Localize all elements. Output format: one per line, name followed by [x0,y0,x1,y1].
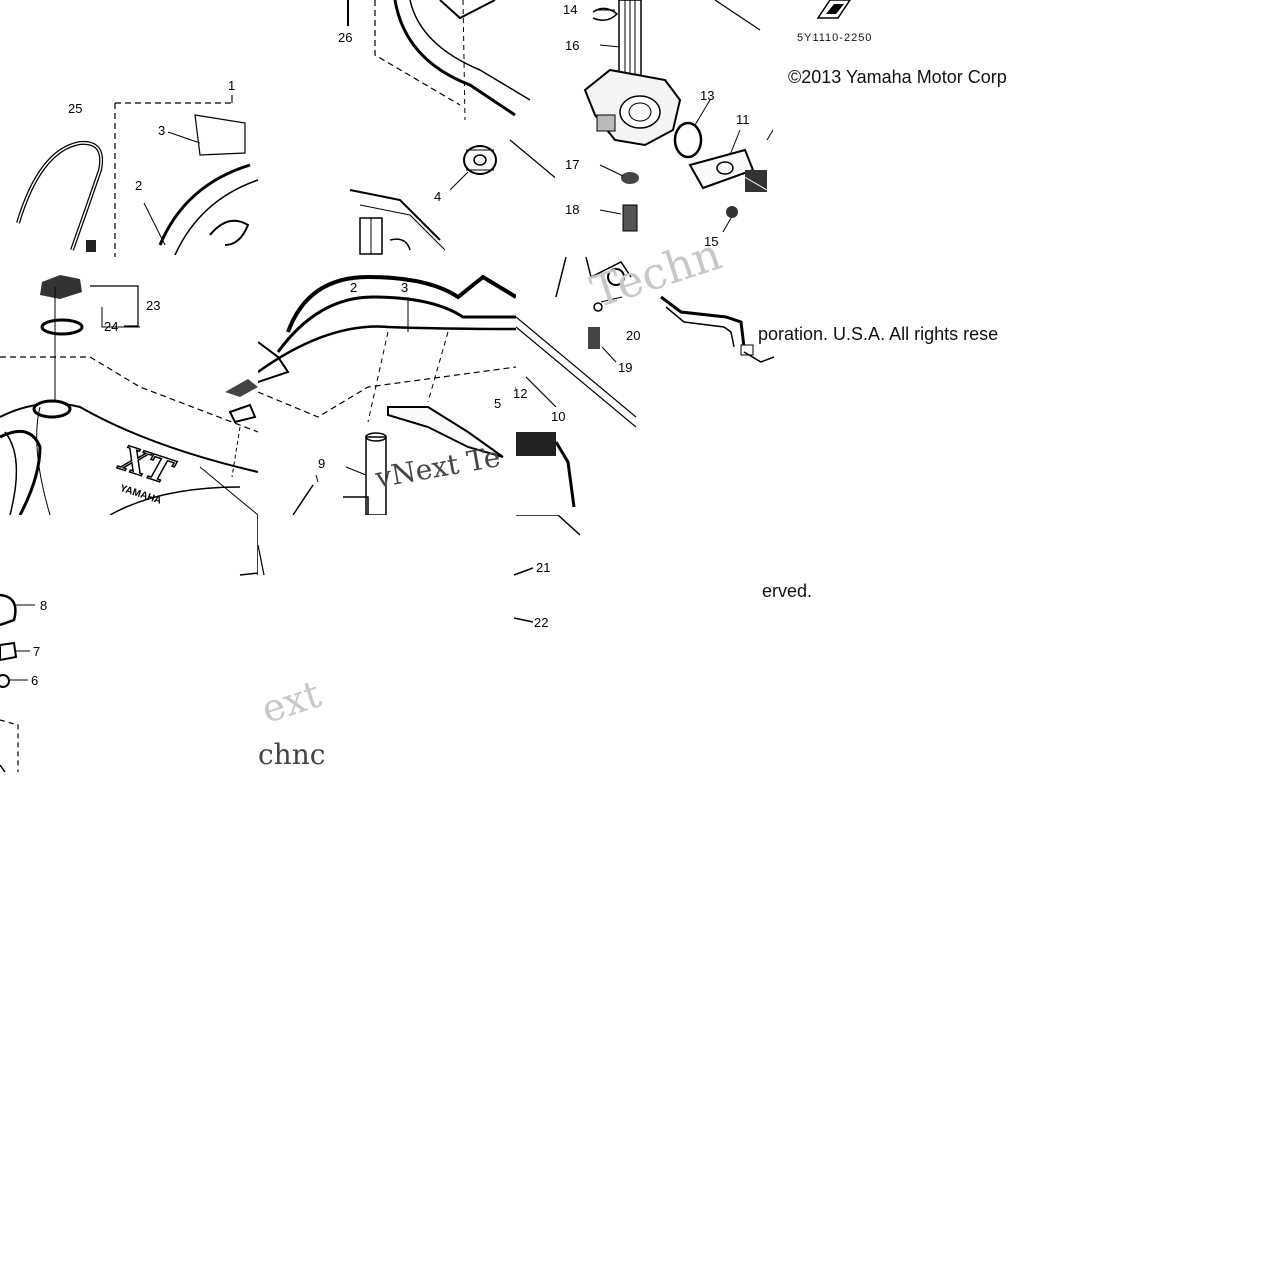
callout-12: 12 [513,386,527,401]
callout-14: 14 [563,2,577,17]
part-logo-mark [816,0,851,19]
callout-25: 25 [68,101,82,116]
copyright-line-3: erved. [762,581,813,601]
pipe-drawing [516,257,774,508]
side-cover-drawing [258,274,516,515]
copyright-line-2: poration. U.S.A. All rights rese [758,324,999,344]
callout-24: 24 [104,319,118,334]
callout-9: 9 [318,456,325,471]
callout-3a: 3 [158,123,165,138]
callout-2b: 2 [350,280,357,295]
part-code: 5Y1110-2250 [797,32,873,44]
callout-1: 1 [228,78,235,93]
fuel-tank-drawing: XT YAMAHA [0,275,258,515]
callout-16: 16 [565,38,579,53]
copyright-line-1: ©2013 Yamaha Motor Corp [788,67,1007,87]
callout-2a: 2 [135,178,142,193]
diagram-tile-fuel-tank: XT YAMAHA [0,257,258,515]
diagram-tile-tank-cover [0,95,258,257]
diagram-tile-pipe [516,257,774,515]
callout-5: 5 [494,396,501,411]
callout-7: 7 [33,644,40,659]
callout-18: 18 [565,202,579,217]
diagram-tile-fuel-cock [555,0,773,258]
callout-8: 8 [40,598,47,613]
tank-cover-drawing [16,95,258,257]
bracket-drawing [347,0,582,255]
callout-15: 15 [704,234,718,249]
callout-6: 6 [31,673,38,688]
diagram-tile-lower-parts [258,515,580,630]
callout-23: 23 [146,298,160,313]
callout-19: 19 [618,360,632,375]
plugs-drawing [0,515,258,772]
diagram-tile-bracket [320,0,582,258]
callout-21: 21 [536,560,550,575]
callout-11: 11 [736,112,750,127]
callout-13: 13 [700,88,714,103]
callout-4: 4 [434,189,441,204]
callout-22: 22 [534,615,548,630]
callout-26: 26 [338,30,352,45]
diagram-tile-side-cover [258,257,516,515]
callout-3b: 3 [401,280,408,295]
lower-parts-drawing [258,515,580,623]
fuel-cock-drawing [583,0,773,233]
diagram-tile-plugs [0,515,258,772]
callout-20: 20 [626,328,640,343]
diagram-tile-logo [808,0,868,26]
callout-10: 10 [551,409,565,424]
callout-17: 17 [565,157,579,172]
